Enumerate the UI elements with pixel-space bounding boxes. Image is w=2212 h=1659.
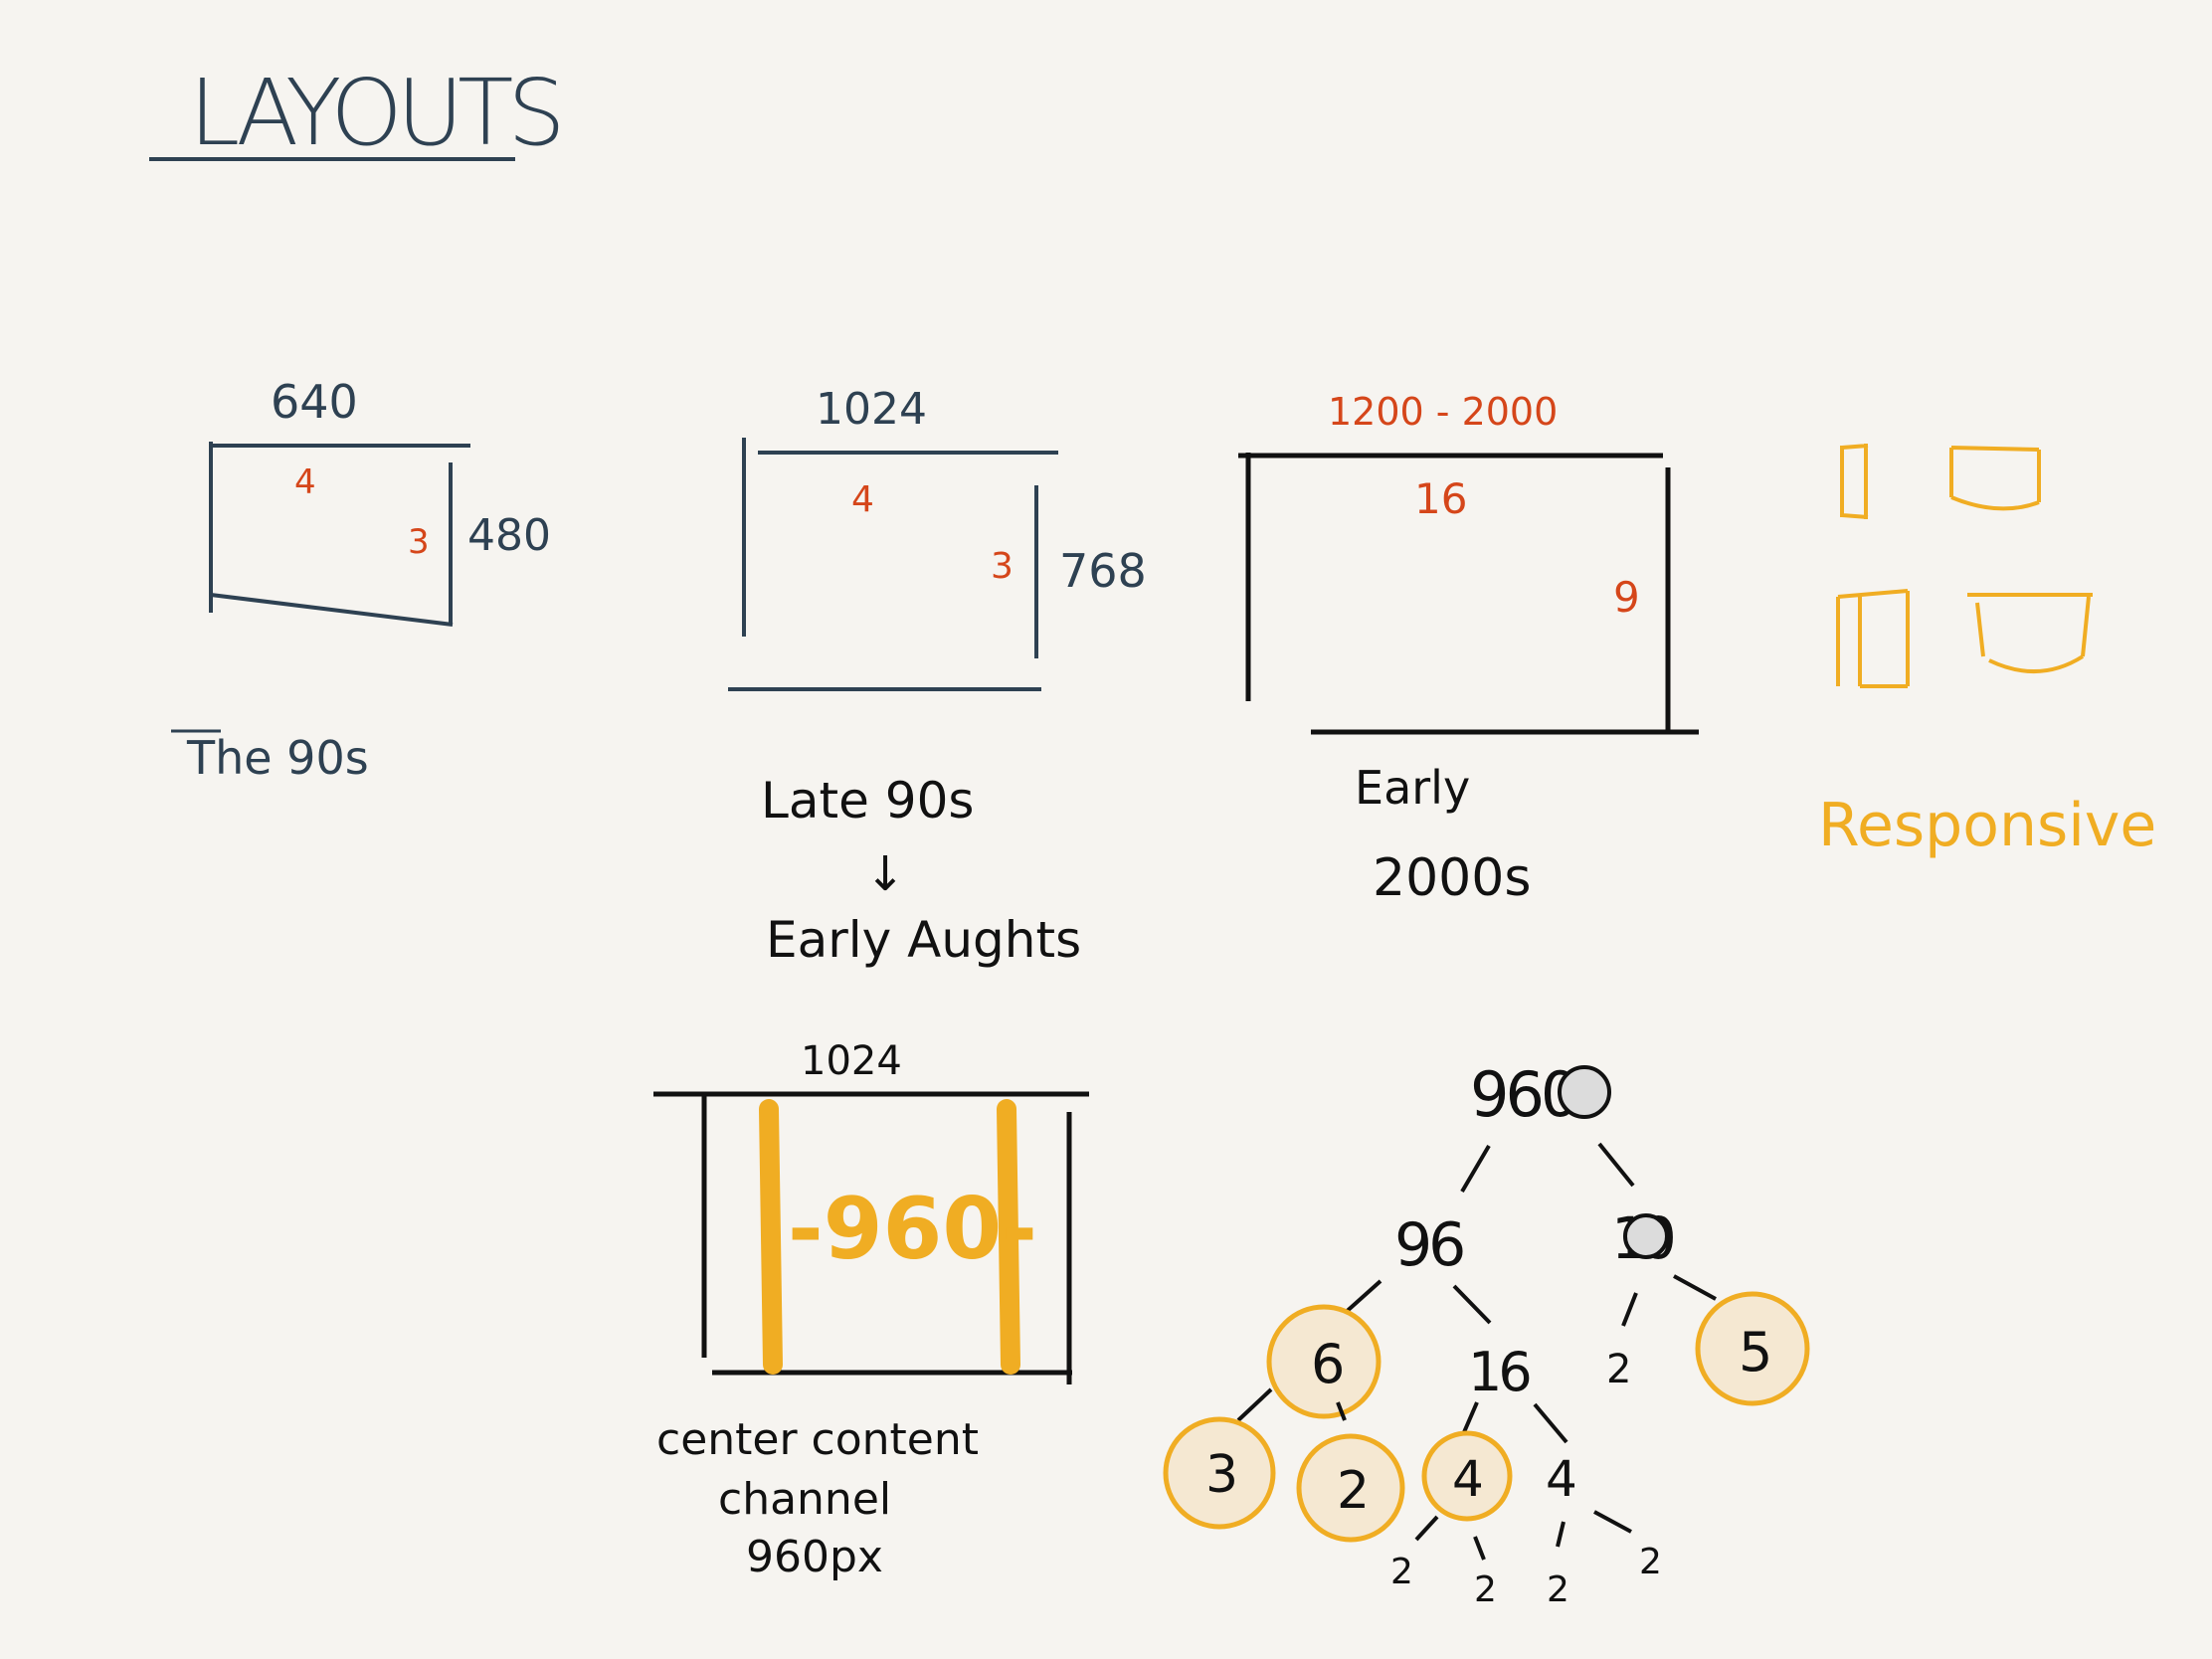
ratio-height-3: 3 xyxy=(408,522,430,562)
page-title: LAYOUTS xyxy=(189,60,560,166)
layout-960-channel: 1024 -960- center content channel 960px xyxy=(653,1038,1089,1582)
layout-early-2000s: 1200 - 2000 16 9 Early 2000s xyxy=(1238,390,1699,908)
caption-center-content: center content xyxy=(656,1414,979,1465)
width-label-1200-2000: 1200 - 2000 xyxy=(1328,390,1558,434)
branch-10-to-5 xyxy=(1673,1274,1717,1301)
factor-tree-960: 960 96 10 6 16 2 5 3 2 4 4 xyxy=(1163,1058,1810,1610)
responsive-sketch: Responsive xyxy=(1818,444,2156,860)
tree-node-2: 2 xyxy=(1606,1347,1631,1392)
ratio-height-3: 3 xyxy=(991,546,1014,587)
tree-leaf-2: 2 xyxy=(1474,1569,1497,1610)
height-label-768: 768 xyxy=(1059,544,1147,598)
prime-node-circle xyxy=(1695,1291,1810,1406)
composite-node-circle xyxy=(1421,1430,1513,1522)
tree-leaf-2: 2 xyxy=(1639,1542,1662,1582)
caption-late-90s: Late 90s xyxy=(761,772,974,830)
phone-portrait-icon xyxy=(1840,444,1869,519)
branch-4b-to-2a xyxy=(1556,1521,1566,1548)
height-label-480: 480 xyxy=(467,510,551,561)
caption-2000s: 2000s xyxy=(1373,848,1531,908)
tree-node-16: 16 xyxy=(1468,1341,1529,1403)
ratio-width-4: 4 xyxy=(294,462,316,502)
prime-node-circle xyxy=(1266,1304,1382,1419)
branch-16-to-4 xyxy=(1462,1401,1479,1433)
tree-node-4: 4 xyxy=(1546,1450,1577,1508)
grey-node-marker xyxy=(1558,1065,1611,1119)
prime-node-circle xyxy=(1163,1416,1276,1530)
screen-bottom-edge xyxy=(210,593,454,627)
tree-node-4: 4 xyxy=(1452,1450,1484,1508)
branch-root-to-96 xyxy=(1460,1144,1491,1194)
branch-root-to-10 xyxy=(1597,1142,1635,1188)
tree-node-2: 2 xyxy=(1337,1461,1370,1521)
ratio-height-9: 9 xyxy=(1613,573,1640,622)
tree-leaf-2: 2 xyxy=(1390,1552,1413,1592)
layout-late-90s: 1024 4 3 768 Late 90s ↓ Early Aughts xyxy=(728,384,1147,969)
layout-90s: 640 4 3 480 The 90s xyxy=(171,375,551,785)
tree-leaf-2: 2 xyxy=(1547,1569,1569,1610)
caption-early: Early xyxy=(1355,761,1470,815)
tablet-portrait-icon xyxy=(1836,589,1910,688)
branch-4b-to-2b xyxy=(1593,1510,1632,1534)
channel-right-bar xyxy=(997,1099,1020,1375)
width-label-1024: 1024 xyxy=(801,1038,902,1084)
caption-the-90s: The 90s xyxy=(186,731,369,785)
phone-landscape-icon xyxy=(1949,446,2041,511)
tree-node-5: 5 xyxy=(1739,1321,1772,1383)
channel-width-960: -960- xyxy=(788,1180,1037,1279)
tree-node-96: 96 xyxy=(1394,1210,1463,1280)
channel-left-bar xyxy=(759,1099,783,1375)
prime-node-circle xyxy=(1296,1433,1405,1543)
tree-node-3: 3 xyxy=(1205,1445,1238,1505)
tablet-landscape-icon xyxy=(1967,593,2093,674)
branch-10-to-2 xyxy=(1621,1292,1638,1327)
branch-96-to-16 xyxy=(1452,1284,1492,1325)
ratio-width-16: 16 xyxy=(1414,474,1467,523)
caption-responsive: Responsive xyxy=(1818,791,2156,860)
width-label-640: 640 xyxy=(271,375,358,429)
branch-4-to-2b xyxy=(1473,1536,1486,1561)
grey-node-marker xyxy=(1623,1213,1669,1259)
branch-16-to-4b xyxy=(1533,1402,1568,1444)
branch-6-to-2 xyxy=(1336,1401,1347,1421)
ratio-width-4: 4 xyxy=(851,479,874,520)
branch-4-to-2a xyxy=(1414,1515,1439,1542)
caption-early-aughts: Early Aughts xyxy=(766,911,1081,969)
caption-channel: channel xyxy=(718,1474,891,1525)
branch-6-to-3 xyxy=(1236,1387,1273,1422)
tree-node-6: 6 xyxy=(1311,1333,1345,1395)
branch-96-to-6 xyxy=(1341,1279,1382,1317)
width-label-1024: 1024 xyxy=(816,384,927,435)
caption-960px: 960px xyxy=(746,1532,883,1582)
down-arrow: ↓ xyxy=(865,846,905,902)
